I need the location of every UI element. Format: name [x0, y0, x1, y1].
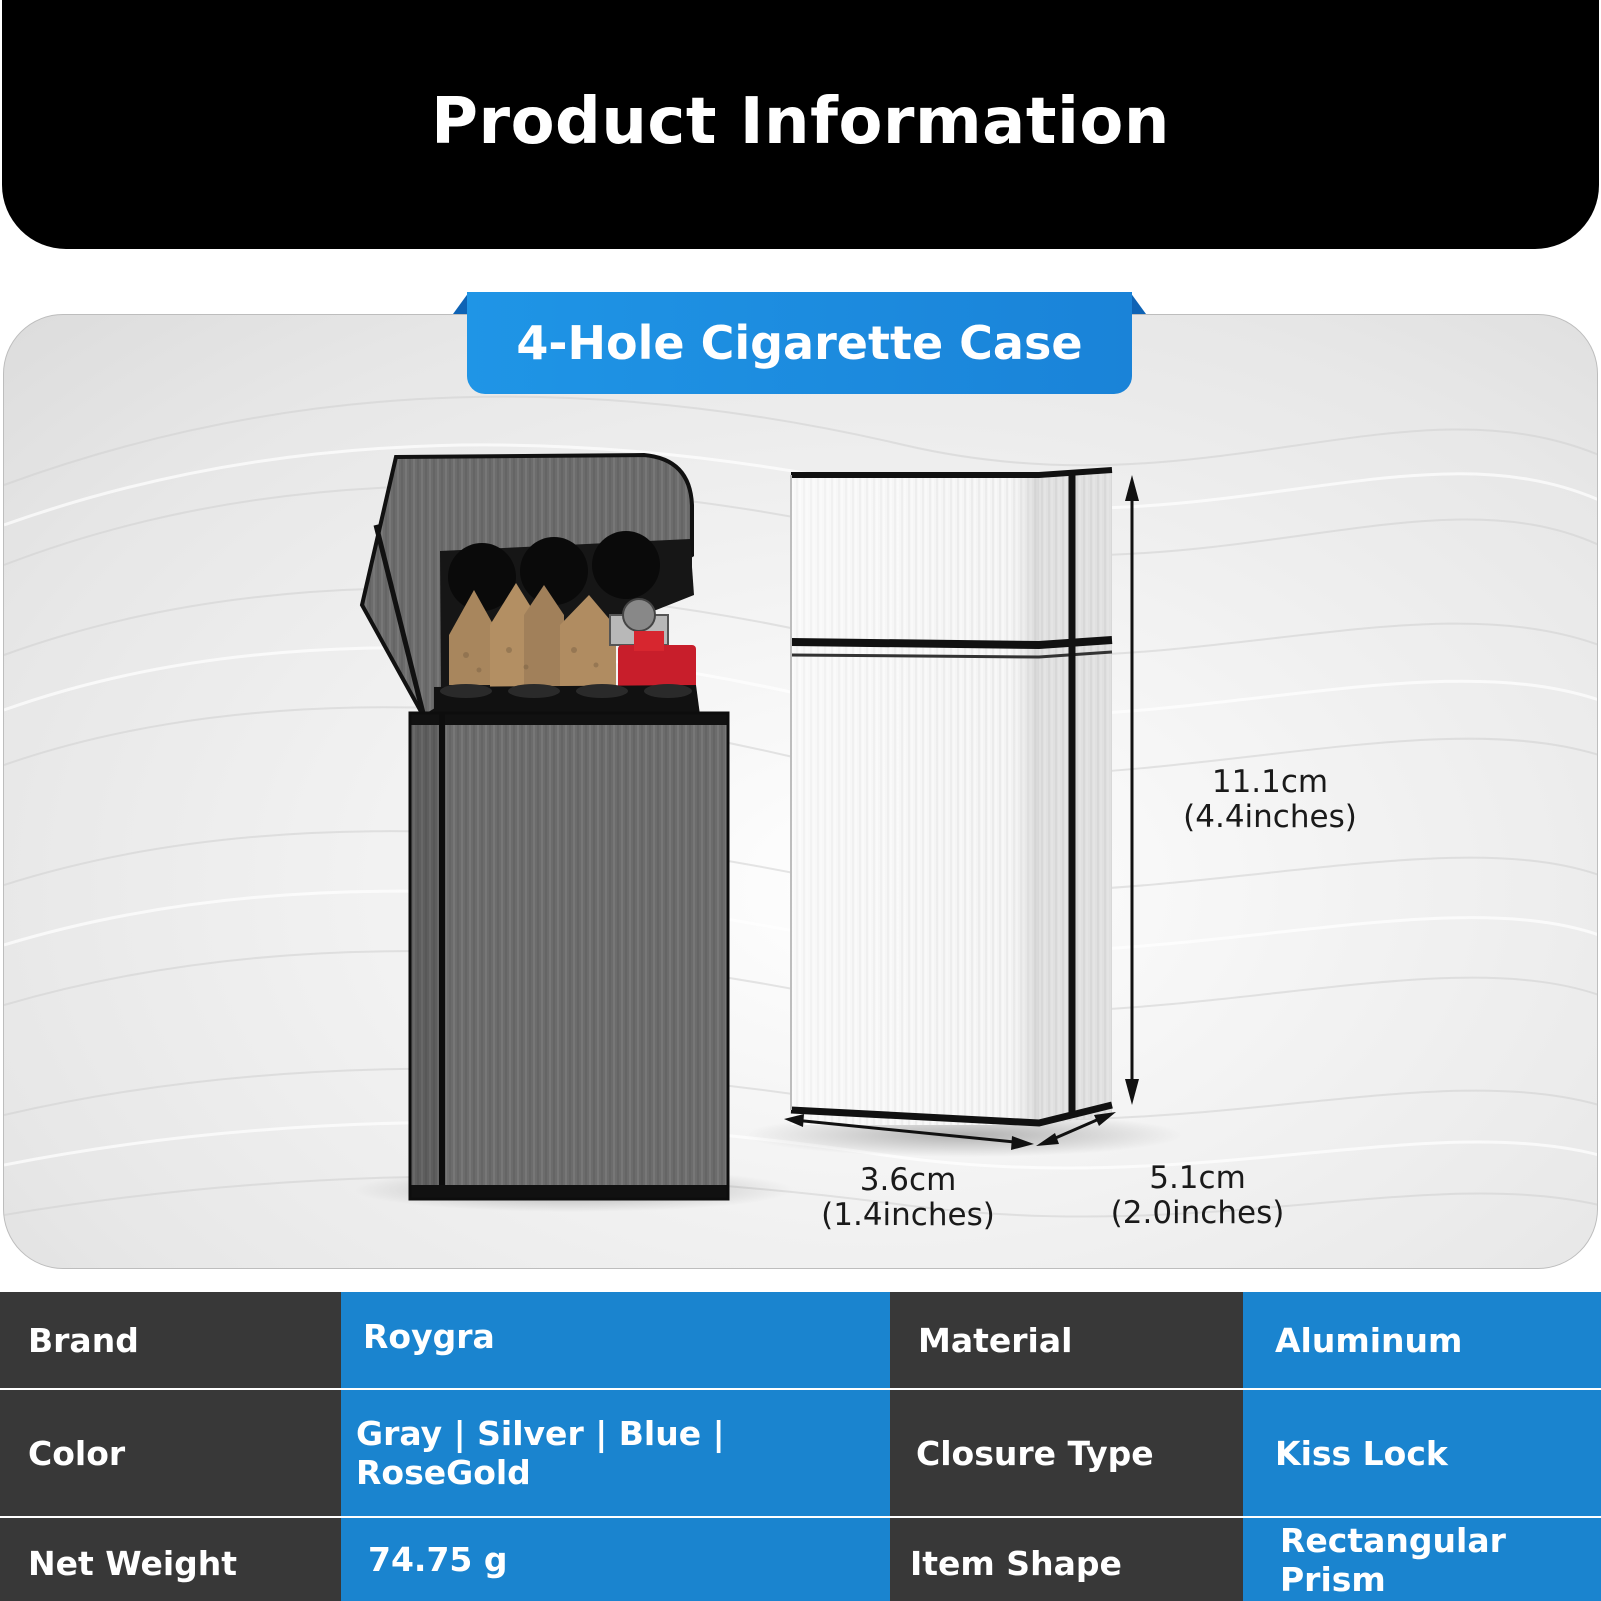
spec-label: Closure Type: [890, 1390, 1243, 1516]
cigarettes: [449, 583, 616, 687]
banner-title: 4-Hole Cigarette Case: [516, 316, 1083, 370]
product-photo-panel: [3, 314, 1598, 1269]
table-row: Net Weight 74.75 g Item Shape Rectangula…: [0, 1518, 1601, 1601]
closed-case-image: [790, 467, 1113, 1127]
spec-value: Rectangular Prism: [1243, 1518, 1601, 1601]
depth-dimension-label: 5.1cm (2.0inches): [1110, 1160, 1285, 1231]
spec-label: Material: [890, 1292, 1243, 1388]
spec-table: Brand Roygra Material Aluminum Color Gra…: [0, 1292, 1601, 1601]
product-illustration: [4, 395, 1597, 1218]
height-dimension-label: 11.1cm (4.4inches): [1183, 764, 1357, 835]
spec-value: Roygra: [341, 1292, 890, 1388]
dimension-arrows: [784, 475, 1139, 1150]
spec-label: Net Weight: [0, 1518, 341, 1601]
spec-value: Gray | Silver | Blue | RoseGold: [341, 1390, 890, 1516]
page-title: Product Information: [431, 84, 1170, 159]
spec-label: Color: [0, 1390, 341, 1516]
spec-label: Brand: [0, 1292, 341, 1388]
product-title-banner: 4-Hole Cigarette Case: [453, 292, 1146, 394]
spec-value: Aluminum: [1243, 1292, 1601, 1388]
lighter: [609, 598, 696, 691]
header-bar: Product Information: [2, 0, 1599, 249]
table-row: Color Gray | Silver | Blue | RoseGold Cl…: [0, 1390, 1601, 1516]
spec-value: 74.75 g: [341, 1518, 890, 1601]
spec-label: Item Shape: [890, 1518, 1243, 1601]
open-case-image: [359, 452, 730, 1201]
width-dimension-label: 3.6cm (1.4inches): [821, 1162, 995, 1233]
table-row: Brand Roygra Material Aluminum: [0, 1292, 1601, 1388]
spec-value: Kiss Lock: [1243, 1390, 1601, 1516]
